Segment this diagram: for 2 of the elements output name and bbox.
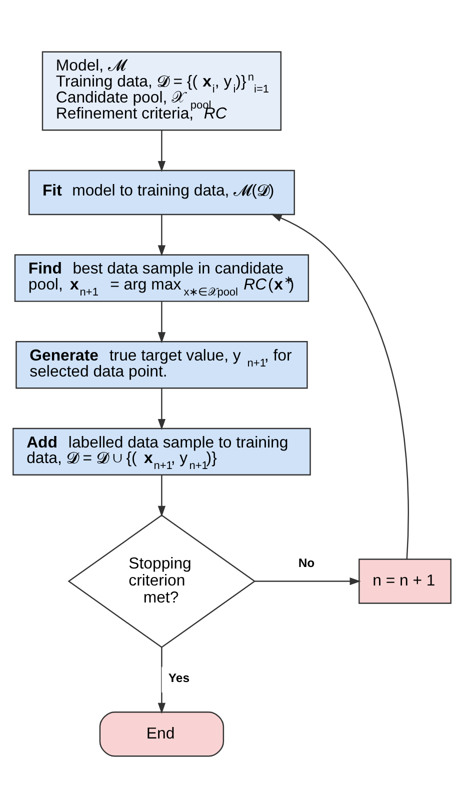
edge-label: Yes [168, 671, 190, 686]
edge-label: No [298, 556, 315, 570]
